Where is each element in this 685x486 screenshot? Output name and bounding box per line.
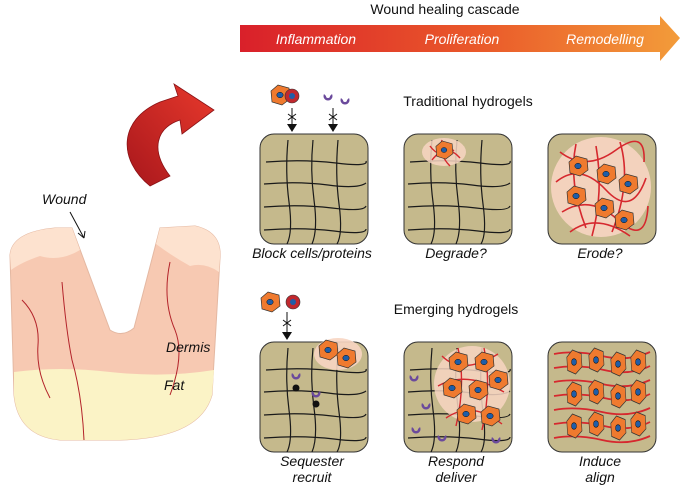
caption-block: Block cells/proteins — [252, 245, 372, 261]
stage-proliferation: Proliferation — [425, 31, 500, 47]
caption-deliver: deliver — [435, 469, 478, 485]
caption-respond: Respond — [428, 453, 485, 469]
incoming-cells — [270, 84, 300, 106]
emerging-hydrogel-1 — [259, 338, 369, 453]
curved-arrow-icon — [126, 83, 215, 187]
traditional-hydrogel-3 — [547, 133, 657, 245]
traditional-hydrogel-2 — [403, 133, 513, 245]
epidermis-right — [156, 226, 221, 272]
incoming-proteins — [323, 94, 350, 105]
vessel-left — [21, 299, 51, 399]
emerging-title: Emerging hydrogels — [394, 301, 519, 317]
wound-pointer — [69, 211, 85, 239]
traditional-title: Traditional hydrogels — [403, 93, 532, 109]
skin-section: Wound Dermis Fat — [9, 191, 221, 441]
caption-recruit: recruit — [293, 469, 333, 485]
traditional-hydrogel-1 — [259, 133, 369, 245]
fat-layer — [14, 369, 214, 440]
emerging-hydrogel-2 — [403, 341, 513, 453]
cascade-arrow — [240, 16, 680, 61]
wound-label: Wound — [42, 191, 88, 207]
protein-icon — [323, 94, 333, 101]
caption-sequester: Sequester — [280, 453, 345, 469]
caption-erode: Erode? — [577, 245, 622, 261]
vessel-mid — [61, 281, 85, 441]
stage-inflammation: Inflammation — [276, 31, 356, 47]
cascade-title: Wound healing cascade — [370, 1, 519, 17]
caption-align: align — [585, 469, 615, 485]
emerging-incoming-cells — [260, 291, 301, 340]
stage-remodelling: Remodelling — [566, 31, 644, 47]
blocked-arrow-icon — [287, 108, 338, 132]
epidermis-left — [10, 228, 80, 270]
caption-degrade: Degrade? — [425, 245, 487, 261]
emerging-hydrogel-3 — [547, 341, 657, 453]
vessel-right — [166, 261, 180, 396]
dermis-label: Dermis — [166, 339, 210, 355]
fat-label: Fat — [164, 377, 185, 393]
caption-induce: Induce — [579, 453, 621, 469]
